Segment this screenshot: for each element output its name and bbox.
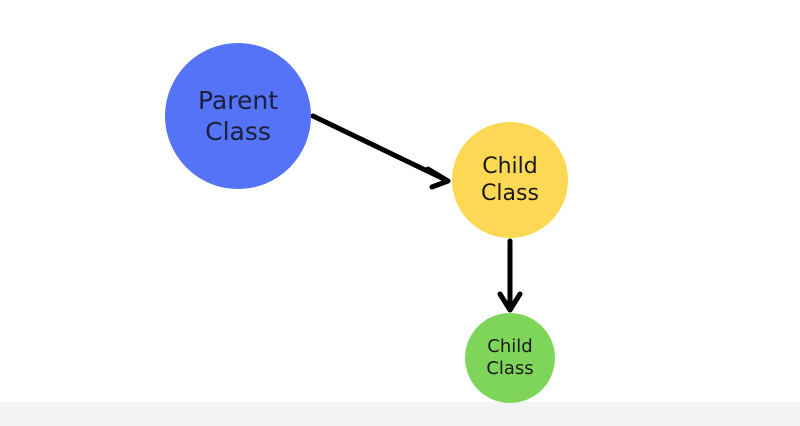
node-child-class-2: Child Class [465,313,555,403]
node-parent-class: Parent Class [165,43,311,189]
node-child-class-1-label: Child Class [481,153,539,207]
bottom-band [0,402,800,426]
arrow-child-1-to-child-2 [497,238,523,313]
node-parent-class-label: Parent Class [197,85,279,146]
arrow-parent-to-child-1 [310,113,451,190]
node-child-class-2-label: Child Class [486,335,534,380]
node-child-class-1: Child Class [452,122,568,238]
